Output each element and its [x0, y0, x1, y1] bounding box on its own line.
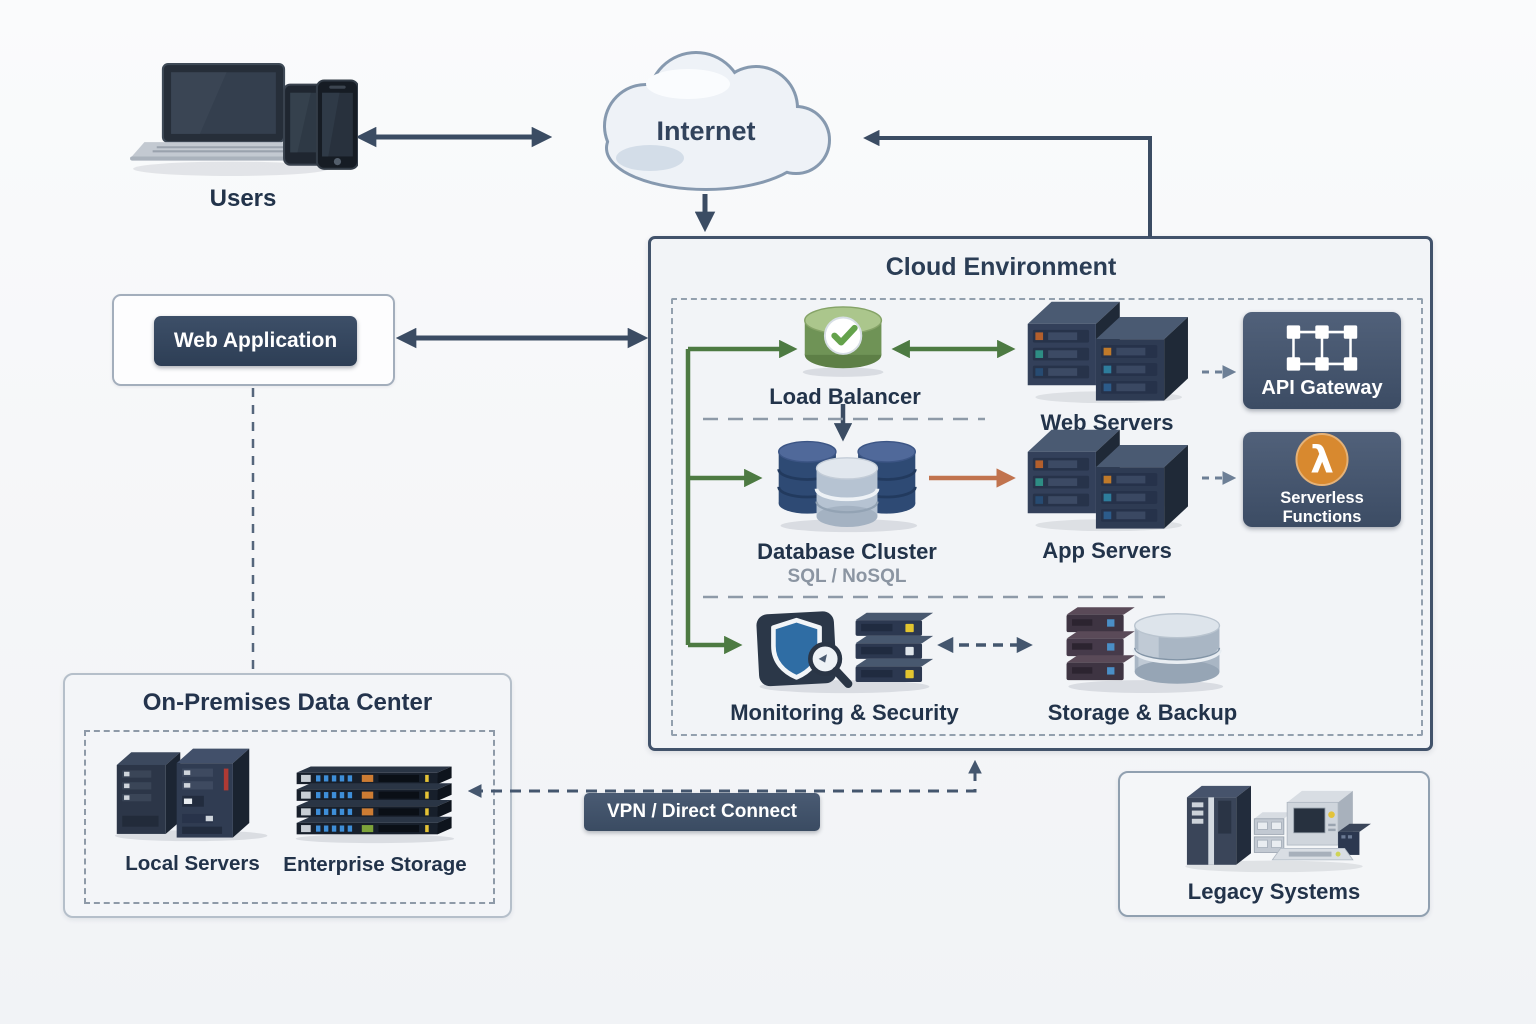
vpn-direct-connect-badge: VPN / Direct Connect [584, 793, 820, 831]
enterprise-storage-label: Enterprise Storage [283, 853, 467, 876]
arrow-vpn-route [467, 759, 982, 798]
shield-magnifier-icon [756, 611, 934, 694]
api-gateway-icon [1286, 324, 1358, 371]
arrow-cloud-internet-return [863, 129, 1152, 237]
cloud-environment-title: Cloud Environment [885, 253, 1117, 281]
web-application-label: Web Application [173, 329, 338, 352]
legacy-systems-panel: Legacy Systems [1118, 771, 1430, 917]
on-premises-inner-region [84, 730, 495, 904]
app-servers-label: App Servers [1042, 538, 1172, 563]
cloud-icon [603, 51, 831, 191]
vpn-direct-connect-label: VPN / Direct Connect [606, 801, 798, 822]
users-node: Users [118, 62, 368, 213]
database-cluster-node: Database Cluster SQL / NoSQL [757, 437, 937, 588]
internet-label: Internet [656, 116, 756, 146]
legacy-computer-icon [1185, 785, 1371, 873]
monitoring-security-label: Monitoring & Security [730, 700, 959, 725]
lambda-glyph: λ [1310, 437, 1334, 481]
serverless-functions-card: λ Serverless Functions [1243, 432, 1401, 527]
cloud-environment-inner-region [671, 298, 1423, 736]
local-servers-node: Local Servers [95, 745, 290, 876]
web-servers-node: Web Servers [1012, 300, 1202, 435]
local-servers-label: Local Servers [125, 852, 260, 875]
app-servers-node: App Servers [1012, 428, 1202, 563]
database-cluster-sublabel: SQL / NoSQL [787, 566, 907, 588]
users-label: Users [209, 185, 277, 212]
load-balancer-label: Load Balancer [769, 384, 921, 409]
legacy-systems-label: Legacy Systems [1187, 879, 1361, 904]
storage-backup-node: Storage & Backup [1040, 598, 1245, 725]
on-premises-title: On-Premises Data Center [142, 689, 433, 716]
internet-node: Internet [564, 48, 848, 194]
web-application-panel: Web Application [112, 294, 395, 386]
load-balancer-node: Load Balancer [755, 303, 935, 409]
monitoring-security-node: Monitoring & Security [730, 598, 959, 725]
tower-servers-icon [114, 748, 267, 842]
api-gateway-label: API Gateway [1261, 376, 1383, 399]
web-application-button: Web Application [154, 316, 357, 366]
storage-rack-icon [295, 766, 455, 844]
storage-cylinder-icon [1066, 607, 1223, 693]
load-balancer-icon [802, 306, 884, 377]
enterprise-storage-node: Enterprise Storage [275, 763, 475, 877]
api-gateway-card: API Gateway [1243, 312, 1401, 409]
user-devices-icon [130, 63, 358, 176]
server-pair-icon [1026, 300, 1188, 404]
serverless-functions-label: Serverless Functions [1280, 489, 1364, 526]
lambda-icon: λ [1295, 432, 1349, 487]
database-cluster-label: Database Cluster [757, 539, 937, 564]
database-cluster-icon [777, 440, 918, 533]
storage-backup-label: Storage & Backup [1047, 700, 1238, 725]
server-pair-icon [1026, 428, 1188, 532]
